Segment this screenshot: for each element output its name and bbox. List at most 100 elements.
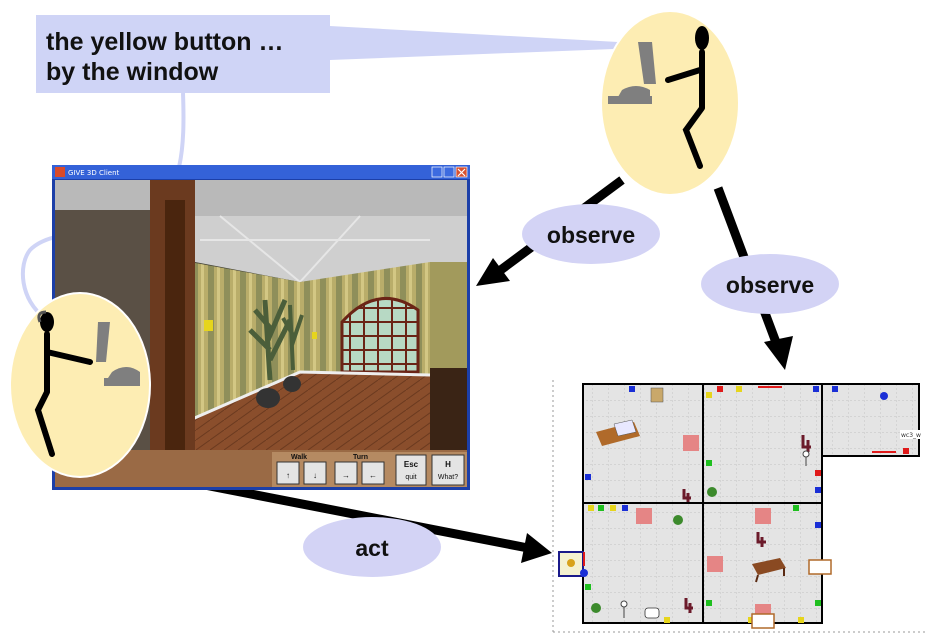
arrow-observe-map-head	[764, 336, 793, 370]
headset-icon	[37, 310, 47, 323]
esc-sub-label: quit	[405, 474, 416, 481]
act-label: act	[355, 535, 389, 561]
observe-left-bubble: observe	[522, 204, 660, 264]
map-button-blue[interactable]	[629, 386, 635, 392]
app-icon	[55, 167, 65, 177]
map-alarm-tile	[636, 508, 652, 524]
left-wall	[190, 262, 300, 420]
map-button-blue[interactable]	[622, 505, 628, 511]
map-button-red[interactable]	[815, 470, 821, 476]
chair-icon	[801, 435, 811, 452]
turn-right-button[interactable]: →	[334, 461, 358, 485]
map-button-yellow[interactable]	[736, 386, 742, 392]
map-button-blue[interactable]	[832, 386, 838, 392]
arrow-down-icon: ↓	[313, 471, 317, 480]
walk-up-button[interactable]: ↑	[276, 461, 300, 485]
help-button[interactable]: H What?	[431, 454, 465, 486]
right-wall	[430, 262, 467, 382]
arrow-up-icon: ↑	[286, 471, 290, 480]
plant-icon	[591, 603, 601, 613]
yellow-button[interactable]	[312, 332, 317, 339]
map-button-red[interactable]	[903, 448, 909, 454]
bubble-shape	[701, 254, 839, 314]
walk-down-button[interactable]: ↓	[303, 461, 327, 485]
map-button-green[interactable]	[793, 505, 799, 511]
map-object-blue	[880, 392, 888, 400]
turn-left-button[interactable]: ←	[361, 461, 385, 485]
arrow-act-head	[521, 533, 552, 563]
map-button-blue[interactable]	[813, 386, 819, 392]
trophy-icon	[751, 613, 775, 629]
map-button-green[interactable]	[598, 505, 604, 511]
map-door	[758, 386, 782, 388]
plant-icon	[673, 515, 683, 525]
lamp-icon	[802, 450, 810, 466]
observe-left-label: observe	[547, 222, 635, 248]
map-button-green[interactable]	[815, 600, 821, 606]
speech-line-1: the yellow button …	[46, 28, 284, 56]
wardrobe-icon	[650, 387, 664, 403]
bubble-shape	[303, 517, 441, 577]
map-alarm-tile	[683, 435, 699, 451]
plant-icon	[281, 304, 304, 392]
close-icon	[457, 168, 466, 177]
chair-icon	[684, 598, 693, 613]
chair-icon	[682, 489, 691, 502]
map-button-yellow[interactable]	[664, 617, 670, 623]
map-room	[822, 384, 919, 456]
walk-label: Walk	[291, 454, 307, 461]
table-icon	[752, 558, 786, 583]
ceiling-panels	[200, 215, 430, 283]
yellow-button[interactable]	[204, 320, 213, 331]
plant-icon	[248, 299, 293, 408]
maximize-button[interactable]	[443, 166, 455, 178]
speech-box	[36, 15, 330, 93]
plant-icon	[707, 487, 717, 497]
person-icon	[34, 310, 93, 457]
map-button-yellow[interactable]	[610, 505, 616, 511]
map-button-green[interactable]	[585, 584, 591, 590]
minimize-button[interactable]	[431, 166, 443, 178]
player-marker	[558, 551, 588, 577]
chair-icon	[756, 532, 766, 547]
trophy-icon	[808, 559, 832, 575]
map-door	[872, 451, 896, 453]
map-button-yellow[interactable]	[588, 505, 594, 511]
map-button-red[interactable]	[717, 386, 723, 392]
act-bubble: act	[303, 517, 441, 577]
room-label: wc3_w	[901, 432, 921, 439]
door-panel	[165, 200, 185, 470]
room-window	[340, 296, 420, 374]
bubble-shape	[522, 204, 660, 264]
map-inner-walls	[583, 384, 823, 623]
player-figure	[9, 292, 151, 478]
bed-icon	[596, 419, 640, 446]
map-alarm-tile	[707, 556, 723, 572]
esc-key-label: Esc	[404, 460, 419, 469]
arrow-left-icon: ←	[369, 471, 377, 480]
map-button-yellow[interactable]	[706, 392, 712, 398]
observe-right-bubble: observe	[701, 254, 839, 314]
map-alarm-tile	[755, 508, 771, 524]
sofa-icon	[644, 607, 660, 619]
window-title: GIVE 3D Client	[68, 169, 120, 177]
observer-figure	[600, 10, 740, 196]
map-button-yellow[interactable]	[798, 617, 804, 623]
map-button-yellow[interactable]	[748, 617, 754, 623]
speech-line-2: by the window	[46, 58, 219, 86]
esc-quit-button[interactable]: Esc quit	[395, 454, 427, 486]
lamp-icon	[620, 600, 628, 618]
speech-bubble: the yellow button … by the window	[20, 15, 690, 320]
baseboard	[189, 370, 431, 422]
map-button-green[interactable]	[706, 600, 712, 606]
map-button-green[interactable]	[706, 460, 712, 466]
observe-right-label: observe	[726, 272, 814, 298]
computer-icon	[96, 322, 140, 386]
window-titlebar	[52, 165, 470, 179]
map-button-blue[interactable]	[815, 487, 821, 493]
map-button-blue[interactable]	[585, 474, 591, 480]
person-icon	[665, 26, 709, 169]
map-button-blue[interactable]	[815, 522, 821, 528]
floor-map: wc3_w	[552, 380, 926, 633]
